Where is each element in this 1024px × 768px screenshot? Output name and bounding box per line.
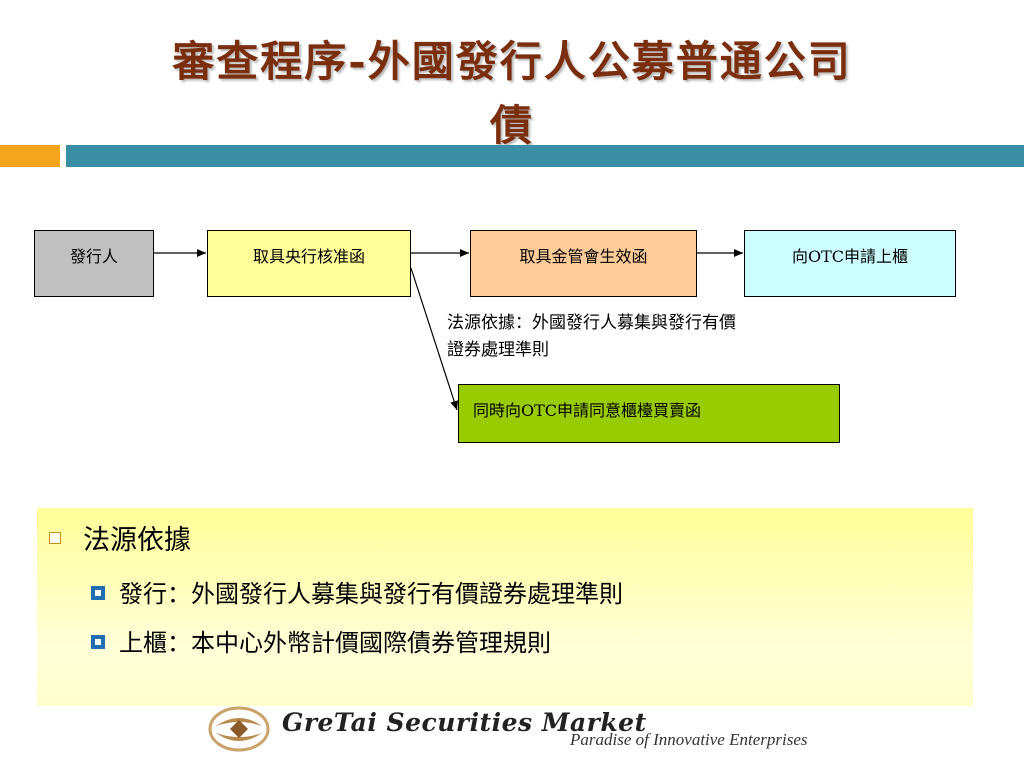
legal-basis-note: 法源依據：外國發行人募集與發行有價 證券處理準則 — [447, 310, 887, 364]
page-title-line1: 審查程序-外國發行人公募普通公司 — [172, 37, 852, 86]
flow-step-central-bank: 取具央行核准函 — [207, 230, 411, 297]
footer-tagline: Paradise of Innovative Enterprises — [570, 730, 808, 749]
flow-step-otc-trading-consent: 同時向OTC申請同意櫃檯買賣函 — [458, 384, 840, 443]
gretai-logo-icon — [208, 706, 270, 752]
flow-step-fsc: 取具金管會生效函 — [470, 230, 697, 297]
page-title-line2: 債 — [489, 101, 534, 150]
legal-basis-item: 發行：外國發行人募集與發行有價證券處理準則 — [119, 580, 623, 608]
arrow-2-to-5 — [410, 267, 459, 411]
square-bullet-icon — [91, 586, 105, 600]
accent-bar-teal — [66, 145, 1024, 167]
footer-brand: GreTai Securities Market — [282, 708, 647, 737]
flow-step-otc-listing: 向OTC申請上櫃 — [744, 230, 956, 297]
legal-basis-heading: 法源依據 — [83, 525, 191, 556]
legal-basis-note-line1: 法源依據：外國發行人募集與發行有價 — [447, 313, 736, 333]
accent-bar-orange — [0, 145, 60, 167]
flow-step-issuer: 發行人 — [34, 230, 154, 297]
square-bullet-icon — [91, 635, 105, 649]
page-title: 審查程序-外國發行人公募普通公司 債 — [0, 30, 1024, 158]
legal-basis-note-line2: 證券處理準則 — [447, 340, 549, 360]
legal-basis-panel: 法源依據 發行：外國發行人募集與發行有價證券處理準則 上櫃：本中心外幣計價國際債… — [37, 508, 973, 706]
legal-basis-item: 上櫃：本中心外幣計價國際債券管理規則 — [119, 629, 551, 657]
square-bullet-icon — [49, 532, 61, 544]
